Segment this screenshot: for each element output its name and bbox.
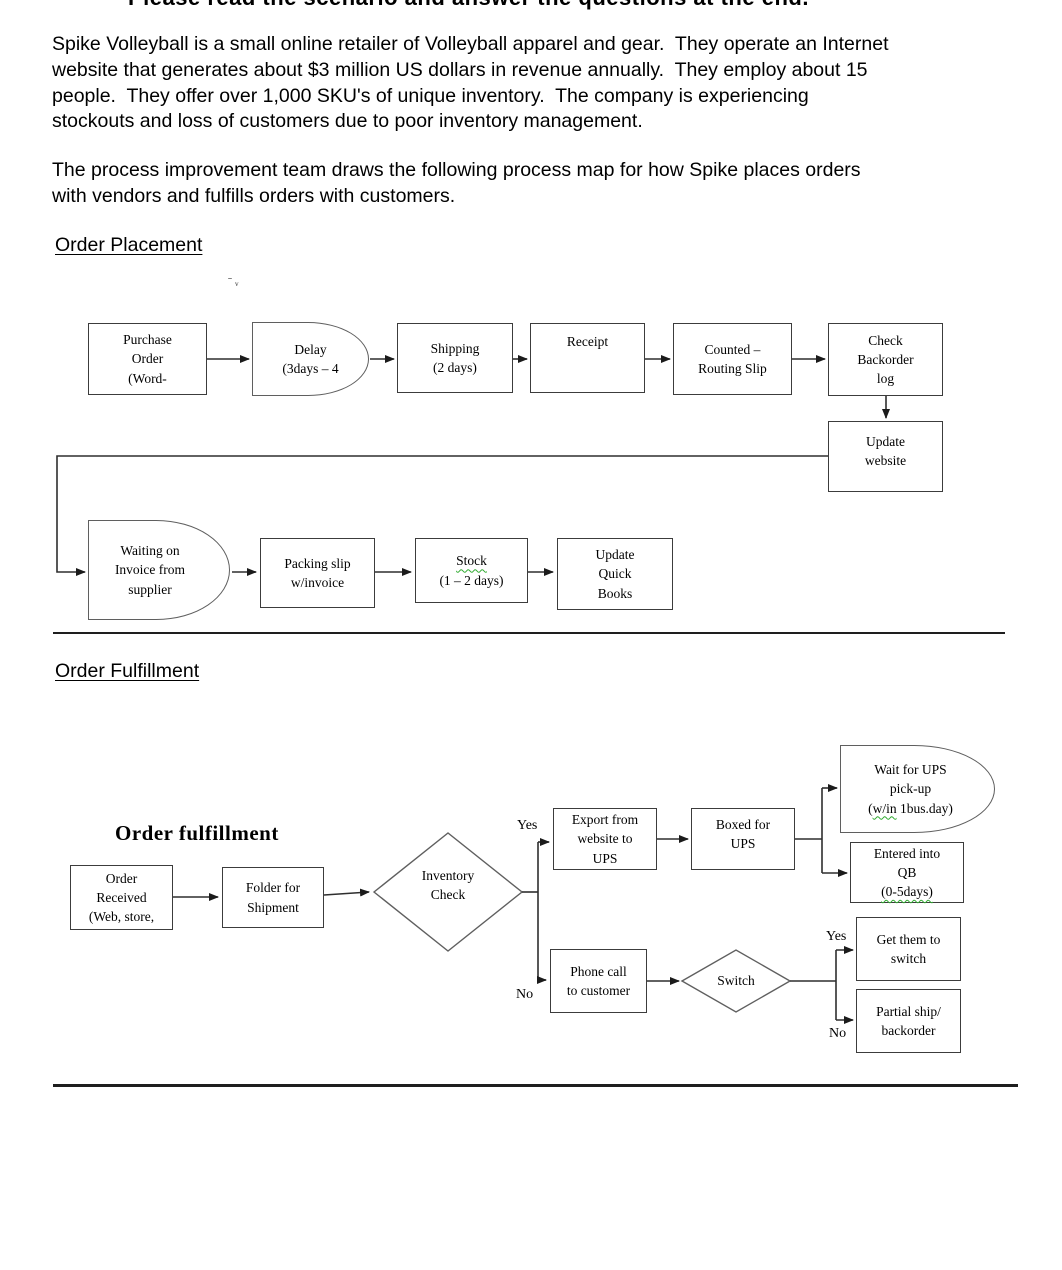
flow-node-purchase-order: Purchase Order (Word- bbox=[88, 323, 207, 395]
flow-node-update-website: Update website bbox=[828, 421, 943, 492]
node-label: Phone call to customer bbox=[566, 963, 631, 998]
node-label: Get them to switch bbox=[876, 931, 941, 966]
flow-node-shipping: Shipping (2 days) bbox=[397, 323, 513, 393]
node-label: Purchase Order (Word- bbox=[123, 332, 172, 386]
stock-days: (1 – 2 days) bbox=[439, 572, 504, 588]
flow-node-update-quickbooks: Update Quick Books bbox=[557, 538, 673, 610]
decision-inventory-check-label: Inventory Check bbox=[421, 867, 475, 902]
qb-days: (0-5days) bbox=[881, 884, 933, 900]
node-label: Delay (3days – 4 bbox=[282, 341, 339, 376]
feedback-connector bbox=[56, 455, 828, 576]
chart-title: Order fulfillment bbox=[115, 821, 279, 845]
flow-node-counted-routing-slip: Counted – Routing Slip bbox=[673, 323, 792, 395]
node-label: Update website bbox=[864, 434, 907, 469]
flow-node-export-ups: Export from website to UPS bbox=[553, 808, 657, 870]
flow-node-phone-call: Phone call to customer bbox=[550, 949, 647, 1013]
section-divider bbox=[53, 632, 1005, 634]
node-label: Update Quick Books bbox=[595, 547, 635, 601]
node-label: Stock (1 – 2 days) bbox=[439, 551, 503, 589]
intro-paragraph-1: Spike Volleyball is a small online retai… bbox=[52, 33, 889, 133]
flow-node-folder-for-shipment: Folder for Shipment bbox=[222, 867, 324, 928]
branch-label-yes: Yes bbox=[517, 818, 538, 833]
page-banner: Please read the scenario and answer the … bbox=[128, 0, 809, 11]
node-label: Shipping (2 days) bbox=[430, 340, 480, 375]
section-divider bbox=[53, 1084, 1018, 1087]
node-label: Export from website to UPS bbox=[571, 812, 639, 866]
branch-label-no: No bbox=[829, 1026, 847, 1041]
connector bbox=[323, 888, 370, 897]
win-word: w/in bbox=[872, 800, 897, 816]
flow-node-waiting-invoice: Waiting on Invoice from supplier bbox=[88, 520, 230, 620]
node-label: Boxed for UPS bbox=[715, 817, 771, 852]
node-label: Folder for Shipment bbox=[245, 880, 301, 915]
decision-switch-label: Switch bbox=[717, 973, 755, 989]
flow-node-stock: Stock (1 – 2 days) bbox=[415, 538, 528, 603]
flow-node-order-received: Order Received (Web, store, bbox=[70, 865, 173, 930]
intro-paragraph-2: The process improvement team draws the f… bbox=[52, 159, 861, 207]
node-label: Check Backorder log bbox=[857, 332, 914, 387]
flow-node-packing-slip: Packing slip w/invoice bbox=[260, 538, 375, 608]
heading-order-placement: Order Placement bbox=[55, 234, 203, 256]
node-label: Packing slip w/invoice bbox=[284, 555, 351, 590]
branch-label-no: No bbox=[516, 987, 534, 1002]
flow-node-get-them-to-switch: Get them to switch bbox=[856, 917, 961, 981]
node-label: Counted – Routing Slip bbox=[698, 341, 767, 376]
flow-node-check-backorder-log: Check Backorder log bbox=[828, 323, 943, 396]
branch-label-yes: Yes bbox=[826, 929, 847, 944]
flow-node-receipt: Receipt bbox=[530, 323, 645, 393]
stray-mark: ˉ ᵥ bbox=[228, 274, 239, 288]
flow-node-delay: Delay (3days – 4 bbox=[252, 322, 369, 396]
flow-node-partial-ship-backorder: Partial ship/ backorder bbox=[856, 989, 961, 1053]
node-label: Receipt bbox=[566, 334, 609, 349]
stock-word: Stock bbox=[456, 553, 487, 569]
node-label: Order Received (Web, store, bbox=[88, 870, 155, 925]
flow-node-boxed-for-ups: Boxed for UPS bbox=[691, 808, 795, 870]
node-label: Waiting on Invoice from supplier bbox=[114, 543, 186, 597]
node-label: Partial ship/ backorder bbox=[876, 1003, 941, 1038]
heading-order-fulfillment: Order Fulfillment bbox=[55, 660, 200, 682]
